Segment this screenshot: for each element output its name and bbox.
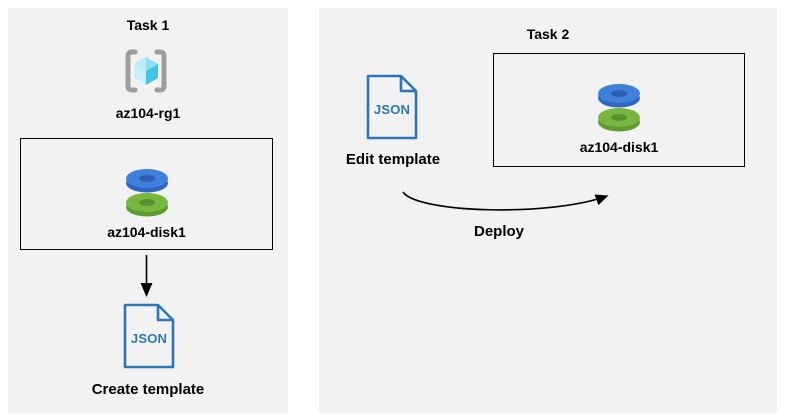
json-file-icon: JSON [123, 303, 175, 369]
json-file-icon: JSON [366, 74, 418, 140]
disk-label: az104-disk1 [579, 139, 659, 155]
json-icon-text: JSON [131, 331, 167, 346]
resource-group-label: az104-rg1 [115, 105, 181, 121]
task1-title: Task 1 [126, 17, 170, 33]
json-icon-text: JSON [374, 102, 410, 117]
disk-label: az104-disk1 [107, 224, 186, 240]
task1-panel: Task 1 az104-rg1 az104-disk1 [8, 8, 288, 413]
deploy-label: Deploy [473, 223, 524, 240]
task2-panel: Task 2 JSON Edit template az104-disk1 [319, 8, 777, 413]
managed-disk-icon [120, 167, 174, 219]
task2-disk-box: az104-disk1 [493, 53, 745, 167]
managed-disk-icon [592, 82, 646, 134]
edit-template-label: Edit template [345, 151, 441, 168]
down-arrow-icon [138, 255, 155, 297]
task2-title: Task 2 [526, 26, 570, 42]
task1-disk-box: az104-disk1 [20, 138, 273, 250]
create-template-label: Create template [91, 381, 205, 398]
resource-group-icon [122, 45, 170, 97]
deploy-arrow-icon [399, 185, 621, 221]
